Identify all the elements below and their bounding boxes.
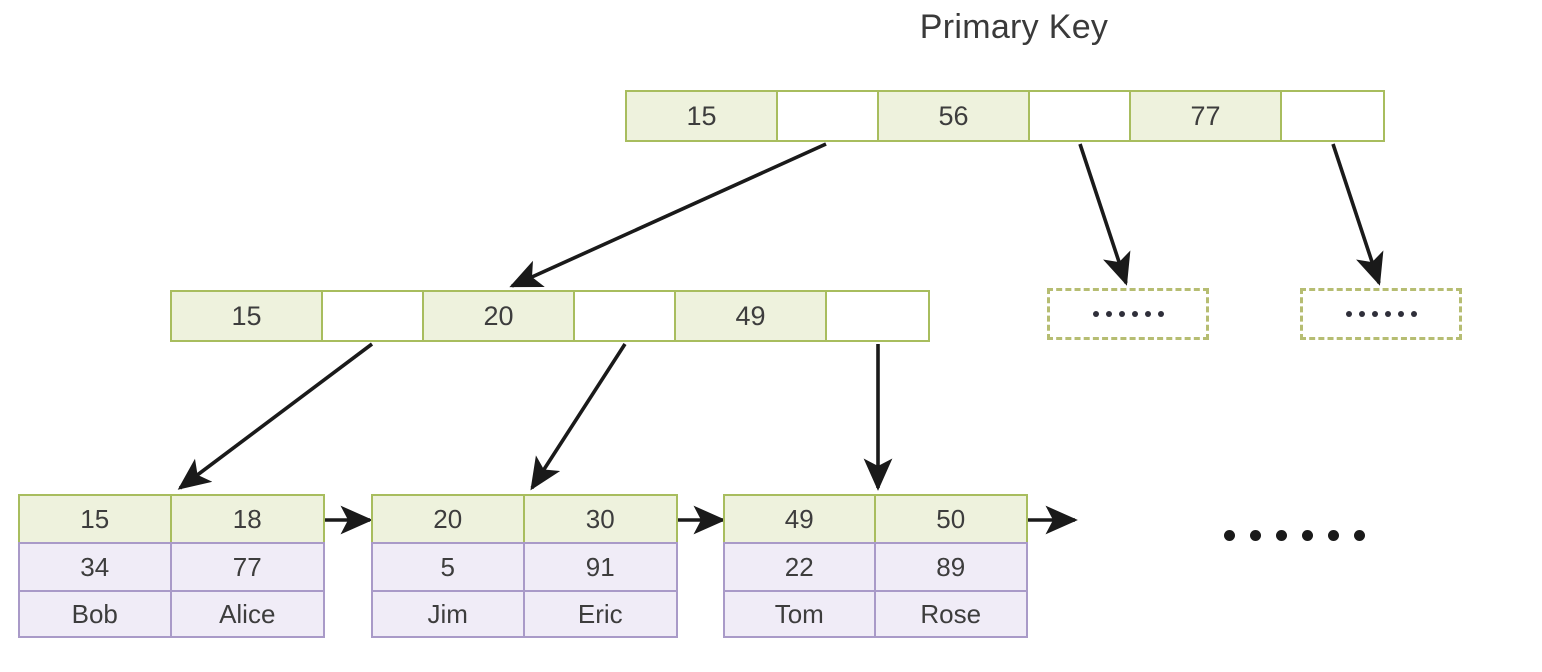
leaf-2-value-0-1[interactable]: 91 — [585, 551, 615, 582]
leaf-3-key-1[interactable]: 50 — [936, 503, 966, 534]
internal-cell-pointer-0[interactable] — [323, 292, 424, 340]
leaf-3-key-row: 49 50 — [723, 494, 1028, 542]
leaf-3-value-1-0[interactable]: Tom — [725, 592, 876, 636]
internal-cell-pointer-1[interactable] — [575, 292, 676, 340]
leaf-node-1[interactable]: 15 18 34 77 Bob Alice — [18, 494, 325, 638]
leaf-2-value-1-1[interactable]: Eric — [577, 598, 623, 629]
leaf-2-key-0[interactable]: 20 — [373, 496, 525, 542]
arrow-root-to-internal — [509, 142, 827, 288]
leaf-1-value-0-0[interactable]: 34 — [20, 544, 172, 590]
leaf-2-value-1-0[interactable]: Jim — [373, 592, 525, 636]
leaf-2-key-1[interactable]: 30 — [585, 503, 615, 534]
root-cell-pointer-0[interactable] — [778, 92, 879, 140]
arrow-internal-to-leaf-1 — [177, 342, 374, 490]
internal-cell-pointer-2[interactable] — [827, 292, 928, 340]
leaf-2-data-row-1: Jim Eric — [371, 590, 678, 638]
root-cell-key-1[interactable]: 56 — [879, 92, 1030, 140]
internal-cell-key-0[interactable]: 15 — [172, 292, 323, 340]
leaf-1-value-0-1[interactable]: 77 — [232, 551, 262, 582]
leaf-1-data-row-1: Bob Alice — [18, 590, 325, 638]
root-cell-pointer-2[interactable] — [1282, 92, 1383, 140]
arrow-internal-to-leaf-2 — [530, 343, 627, 491]
leaf-3-data-row-0: 22 89 — [723, 542, 1028, 590]
leaf-2-key-row: 20 30 — [371, 494, 678, 542]
internal-cell-key-1[interactable]: 20 — [424, 292, 575, 340]
arrow-root-to-placeholder-1 — [1078, 143, 1131, 286]
leaf-1-key-0[interactable]: 15 — [20, 496, 172, 542]
leaf-2-value-0-0[interactable]: 5 — [373, 544, 525, 590]
page-title: Primary Key — [919, 8, 1109, 46]
leaf-3-data-row-1: Tom Rose — [723, 590, 1028, 638]
ellipsis-dots-1 — [1092, 311, 1164, 317]
root-cell-pointer-1[interactable] — [1030, 92, 1131, 140]
leaf-1-key-row: 15 18 — [18, 494, 325, 542]
leaf-chain-ellipsis — [1224, 530, 1365, 541]
leaf-node-3[interactable]: 49 50 22 89 Tom Rose — [723, 494, 1028, 638]
leaf-3-value-0-1[interactable]: 89 — [936, 551, 966, 582]
leaf-1-data-row-0: 34 77 — [18, 542, 325, 590]
internal-index-node[interactable]: 15 20 49 — [170, 290, 930, 342]
leaf-node-2[interactable]: 20 30 5 91 Jim Eric — [371, 494, 678, 638]
placeholder-node-2[interactable] — [1300, 288, 1462, 340]
arrow-root-to-placeholder-2 — [1331, 143, 1384, 286]
leaf-2-data-row-0: 5 91 — [371, 542, 678, 590]
internal-cell-key-2[interactable]: 49 — [676, 292, 827, 340]
root-cell-key-2[interactable]: 77 — [1131, 92, 1282, 140]
leaf-3-value-1-1[interactable]: Rose — [920, 598, 982, 629]
leaf-1-value-1-1[interactable]: Alice — [219, 598, 276, 629]
leaf-1-key-1[interactable]: 18 — [232, 503, 262, 534]
root-index-node[interactable]: 15 56 77 — [625, 90, 1385, 142]
root-cell-key-0[interactable]: 15 — [627, 92, 778, 140]
placeholder-node-1[interactable] — [1047, 288, 1209, 340]
leaf-1-value-1-0[interactable]: Bob — [20, 592, 172, 636]
leaf-3-value-0-0[interactable]: 22 — [725, 544, 876, 590]
leaf-3-key-0[interactable]: 49 — [725, 496, 876, 542]
ellipsis-dots-2 — [1345, 311, 1417, 317]
